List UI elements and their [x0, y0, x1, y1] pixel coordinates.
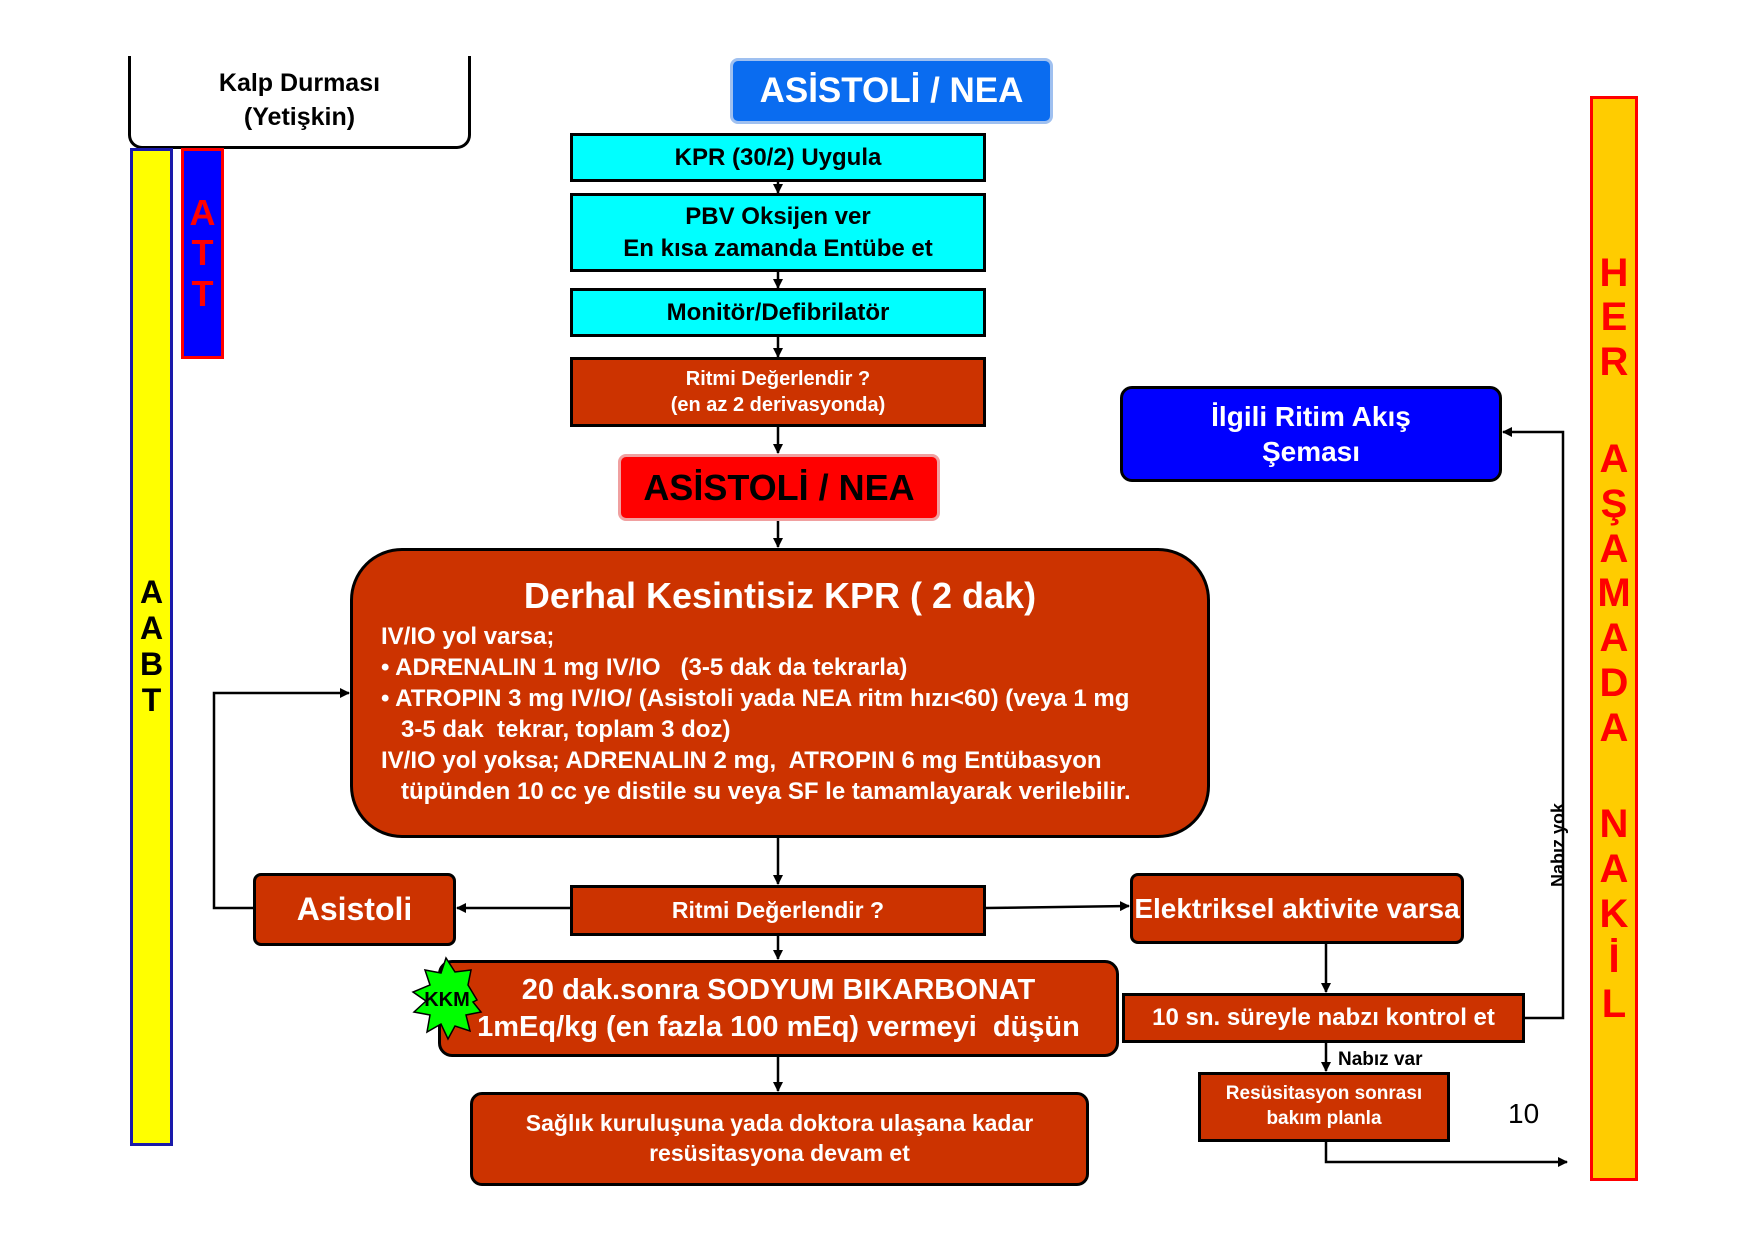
- elektriksel-aktivite-box: Elektriksel aktivite varsa: [1130, 873, 1464, 944]
- arrow-nabiz-yok-ilgili: [1502, 427, 1565, 1020]
- att-letter: A: [189, 192, 216, 234]
- aabt-letter: A: [139, 610, 164, 647]
- nakil-letter: A: [1599, 705, 1629, 750]
- derhal-line: • ATROPIN 3 mg IV/IO/ (Asistoli yada NEA…: [381, 685, 1130, 712]
- ilgili-line2: Şeması: [1261, 436, 1361, 467]
- aabt-letter: A: [139, 574, 164, 611]
- derhal-line: IV/IO yol yoksa; ADRENALIN 2 mg, ATROPIN…: [381, 747, 1102, 774]
- aabt-bar: A A B T: [130, 148, 173, 1146]
- resus-line1: Resüsitasyon sonrası: [1225, 1083, 1423, 1105]
- sodyum-line2: 1mEq/kg (en fazla 100 mEq) vermeyi düşün: [477, 1010, 1080, 1043]
- kalp-durmasi-line2: (Yetişkin): [243, 103, 356, 131]
- resusitasyon-sonrasi-box: Resüsitasyon sonrası bakım planla: [1198, 1072, 1450, 1142]
- kkm-burst-icon: [411, 956, 483, 1041]
- att-letter: T: [191, 272, 214, 314]
- main-title: ASİSTOLİ / NEA: [730, 58, 1053, 124]
- derhal-line: IV/IO yol varsa;: [381, 623, 555, 650]
- nakil-letter: K: [1599, 892, 1629, 937]
- nakil-letter: E: [1600, 295, 1628, 340]
- ritmi-degerlendir-1-box: Ritmi Değerlendir ? (en az 2 derivasyond…: [570, 357, 986, 427]
- ritmi1-line1: Ritmi Değerlendir ?: [685, 368, 871, 390]
- derhal-line: • ADRENALIN 1 mg IV/IO (3-5 dak da tekra…: [381, 654, 908, 681]
- kkm-label: KKM: [424, 989, 470, 1011]
- nakil-letter: N: [1599, 802, 1629, 847]
- nakil-letter: M: [1597, 571, 1631, 616]
- saglik-kurulusu-box: Sağlık kuruluşuna yada doktora ulaşana k…: [470, 1092, 1089, 1186]
- nakil-letter: Ş: [1600, 481, 1628, 526]
- aabt-letter: T: [141, 681, 162, 718]
- att-letter: T: [191, 232, 214, 274]
- saglik-line2: resüsitasyona devam et: [649, 1140, 910, 1166]
- nakil-letter: R: [1599, 340, 1629, 385]
- her-asamada-nakil-bar: H E R A Ş A M A D A N A K İ L: [1590, 96, 1638, 1181]
- ritmi1-line2: (en az 2 derivasyonda): [670, 394, 886, 416]
- nakil-letter: D: [1599, 660, 1629, 705]
- pbv-line2: En kısa zamanda Entübe et: [623, 234, 933, 262]
- sodyum-bikarbonat-box: 20 dak.sonra SODYUM BIKARBONAT 1mEq/kg (…: [438, 960, 1119, 1057]
- nakil-letter: H: [1599, 250, 1629, 295]
- nakil-letter: L: [1601, 981, 1627, 1026]
- kalp-durmasi-header: Kalp Durması (Yetişkin): [128, 56, 471, 149]
- nakil-letter: A: [1599, 436, 1629, 481]
- asistoli-box: Asistoli: [253, 873, 456, 946]
- nakil-letter: İ: [1608, 936, 1620, 981]
- saglik-line1: Sağlık kuruluşuna yada doktora ulaşana k…: [525, 1110, 1034, 1137]
- asistoli-nea-box: ASİSTOLİ / NEA: [618, 454, 940, 521]
- nakil-letter: A: [1599, 616, 1629, 661]
- att-bar: A T T: [181, 148, 224, 359]
- pbv-oksijen-box: PBV Oksijen ver En kısa zamanda Entübe e…: [570, 193, 986, 272]
- nakil-letter: A: [1599, 526, 1629, 571]
- ilgili-ritim-box: İlgili Ritim Akış Şeması: [1120, 386, 1502, 482]
- ilgili-line1: İlgili Ritim Akış: [1211, 401, 1411, 432]
- nabiz-var-label: Nabız var: [1338, 1049, 1423, 1070]
- derhal-kpr-box: Derhal Kesintisiz KPR ( 2 dak) IV/IO yol…: [350, 548, 1210, 838]
- nabiz-kontrol-box: 10 sn. süreyle nabzı kontrol et: [1122, 993, 1525, 1043]
- derhal-line: 3-5 dak tekrar, toplam 3 doz): [381, 716, 731, 743]
- kalp-durmasi-line1: Kalp Durması: [218, 69, 381, 98]
- ritmi-degerlendir-2-box: Ritmi Değerlendir ?: [570, 885, 986, 936]
- monitor-box: Monitör/Defibrilatör: [570, 288, 986, 337]
- kpr-uygula-box: KPR (30/2) Uygula: [570, 133, 986, 182]
- arrow-resus-nakil: [1324, 1142, 1568, 1167]
- nabiz-yok-label: Nabız yok: [1548, 802, 1568, 888]
- resus-line2: bakım planla: [1266, 1108, 1382, 1129]
- sodyum-line1: 20 dak.sonra SODYUM BIKARBONAT: [521, 974, 1036, 1007]
- nakil-letter: A: [1599, 847, 1629, 892]
- page-number: 10: [1508, 1098, 1540, 1129]
- derhal-kpr-title: Derhal Kesintisiz KPR ( 2 dak): [523, 575, 1037, 616]
- arrow-ritmi2-elektriksel: [985, 901, 1130, 912]
- arrow-asistoli-loop: [212, 688, 350, 910]
- pbv-line1: PBV Oksijen ver: [685, 203, 871, 231]
- derhal-line: tüpünden 10 cc ye distile su veya SF le …: [381, 778, 1131, 805]
- aabt-letter: B: [139, 646, 164, 682]
